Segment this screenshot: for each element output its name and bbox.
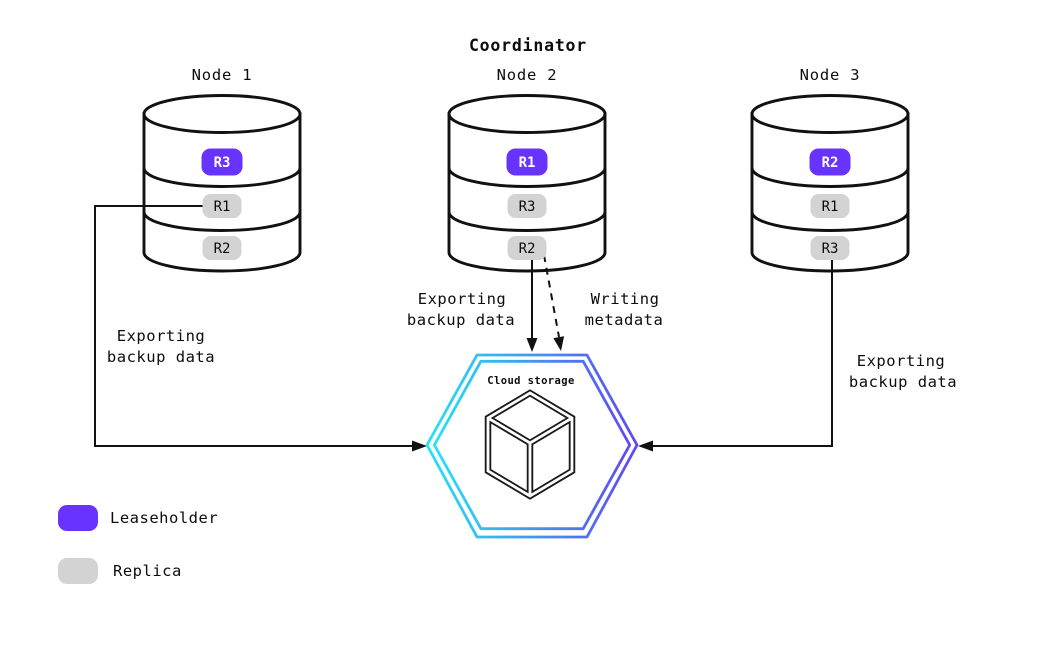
node2-edge-label-line2: backup data	[407, 311, 515, 329]
node2-edge-label-line1: Exporting	[418, 290, 507, 308]
node-1-cylinder-body	[142, 112, 302, 273]
node-1-replica-badge-1	[202, 194, 242, 218]
node-2-leaseholder-badge	[506, 148, 548, 176]
node-1-replica-badge-2	[202, 236, 242, 260]
node-1-cylinder-top	[142, 94, 302, 134]
node-3-replicas: R2 R1 R3	[809, 148, 851, 260]
node-2-label: Node 2	[497, 66, 558, 84]
cloud-storage-hexagon-outer	[425, 353, 639, 539]
node-2-cylinder-top	[447, 94, 607, 134]
cube-icon	[484, 389, 576, 500]
node-3-database: Node 3	[750, 66, 910, 273]
node-3-separator-1	[750, 167, 910, 188]
metadata-edge-label-line2: metadata	[585, 311, 664, 329]
node-3-label: Node 3	[800, 66, 861, 84]
node-3-leaseholder-badge	[809, 148, 851, 176]
arrow-node2-metadata	[543, 254, 560, 338]
node-2-database: Node 2	[447, 66, 607, 273]
cloud-storage-hexagon-inner	[432, 359, 632, 531]
node-2-replica-badge-1	[507, 194, 547, 218]
legend-replica-swatch	[58, 558, 98, 584]
node-3-badge-label-0: R2	[822, 155, 839, 171]
node3-edge-label-line1: Exporting	[857, 352, 946, 370]
node-3-badge-label-2: R3	[822, 241, 839, 257]
node-1-database: Node 1	[142, 66, 302, 273]
metadata-edge-label-line1: Writing	[591, 290, 660, 308]
node-2-separator-1	[447, 167, 607, 188]
cloud-storage: Cloud storage	[425, 353, 639, 539]
node-2-cylinder-body	[447, 112, 607, 273]
node-1-replicas: R3 R1 R2	[201, 148, 243, 260]
node1-edge-label-line2: backup data	[107, 348, 215, 366]
node-1-separator-2	[142, 211, 302, 232]
coordinator-title: Coordinator	[469, 36, 587, 55]
node-1-label: Node 1	[192, 66, 253, 84]
arrow-node1-to-cloud	[94, 205, 412, 447]
node-1-leaseholder-badge	[201, 148, 243, 176]
node-2-badge-label-1: R3	[519, 199, 536, 215]
node-1-badge-label-0: R3	[214, 155, 231, 171]
node-2-replica-badge-2	[507, 236, 547, 260]
legend-leaseholder-label: Leaseholder	[110, 509, 218, 527]
legend-replica-label: Replica	[113, 562, 182, 580]
node-3-cylinder-top	[750, 94, 910, 134]
node-2-separator-2	[447, 211, 607, 232]
arrowhead-node2-metadata	[553, 336, 565, 351]
node-1-badge-label-1: R1	[214, 199, 231, 215]
node3-edge-label-line2: backup data	[849, 373, 957, 391]
edge-labels: Exporting backup data Exporting backup d…	[107, 290, 957, 391]
node-2-replicas: R1 R3 R2	[506, 148, 548, 260]
node-2-badge-label-0: R1	[519, 155, 536, 171]
arrow-node3-to-cloud	[653, 255, 833, 447]
node-1-badge-label-2: R2	[214, 241, 231, 257]
arrowhead-node2	[526, 338, 538, 352]
node1-edge-label-line1: Exporting	[117, 327, 206, 345]
node-1-separator-1	[142, 167, 302, 188]
edges	[94, 205, 833, 452]
legend-leaseholder-swatch	[58, 505, 98, 531]
node-3-cylinder-body	[750, 112, 910, 273]
arrowhead-node1	[412, 440, 427, 452]
node-3-separator-2	[750, 211, 910, 232]
node-3-badge-label-1: R1	[822, 199, 839, 215]
legend: Leaseholder Replica	[58, 505, 218, 584]
cloud-storage-label: Cloud storage	[487, 375, 574, 387]
node-3-replica-badge-1	[810, 194, 850, 218]
arrowhead-node3	[638, 440, 653, 452]
node-2-badge-label-2: R2	[519, 241, 536, 257]
node-3-replica-badge-2	[810, 236, 850, 260]
